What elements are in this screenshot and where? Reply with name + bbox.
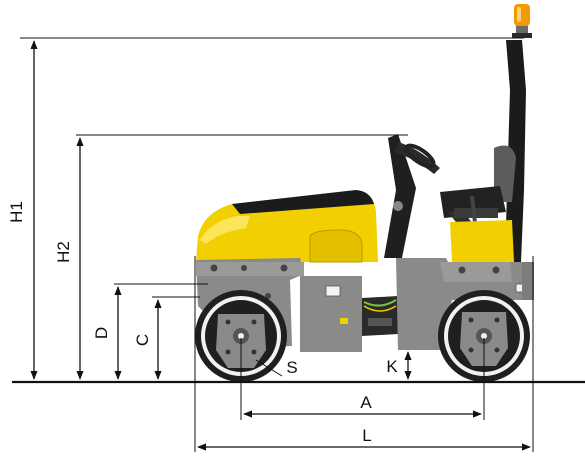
label-s: S: [286, 358, 297, 377]
engine-hood: [196, 190, 378, 263]
beacon-icon: [512, 4, 532, 38]
label-d: D: [92, 327, 111, 339]
label-l: L: [362, 426, 371, 445]
rear-drum: [438, 290, 530, 382]
rops-frame: [505, 40, 526, 262]
s-leader-line: [255, 359, 283, 377]
steering-wheel-icon: [404, 143, 436, 169]
label-c: C: [133, 334, 152, 346]
label-h1: H1: [7, 201, 26, 223]
dimension-annotations: H1 H2 D C K S A L: [7, 37, 585, 452]
label-h2: H2: [54, 241, 73, 263]
label-k: K: [386, 357, 398, 376]
center-chassis: [300, 276, 398, 352]
rear-frame: [396, 258, 534, 350]
steering-column: [384, 134, 440, 258]
label-a: A: [360, 393, 372, 412]
rear-body: [450, 220, 514, 262]
tandem-roller-machine: [195, 4, 534, 382]
